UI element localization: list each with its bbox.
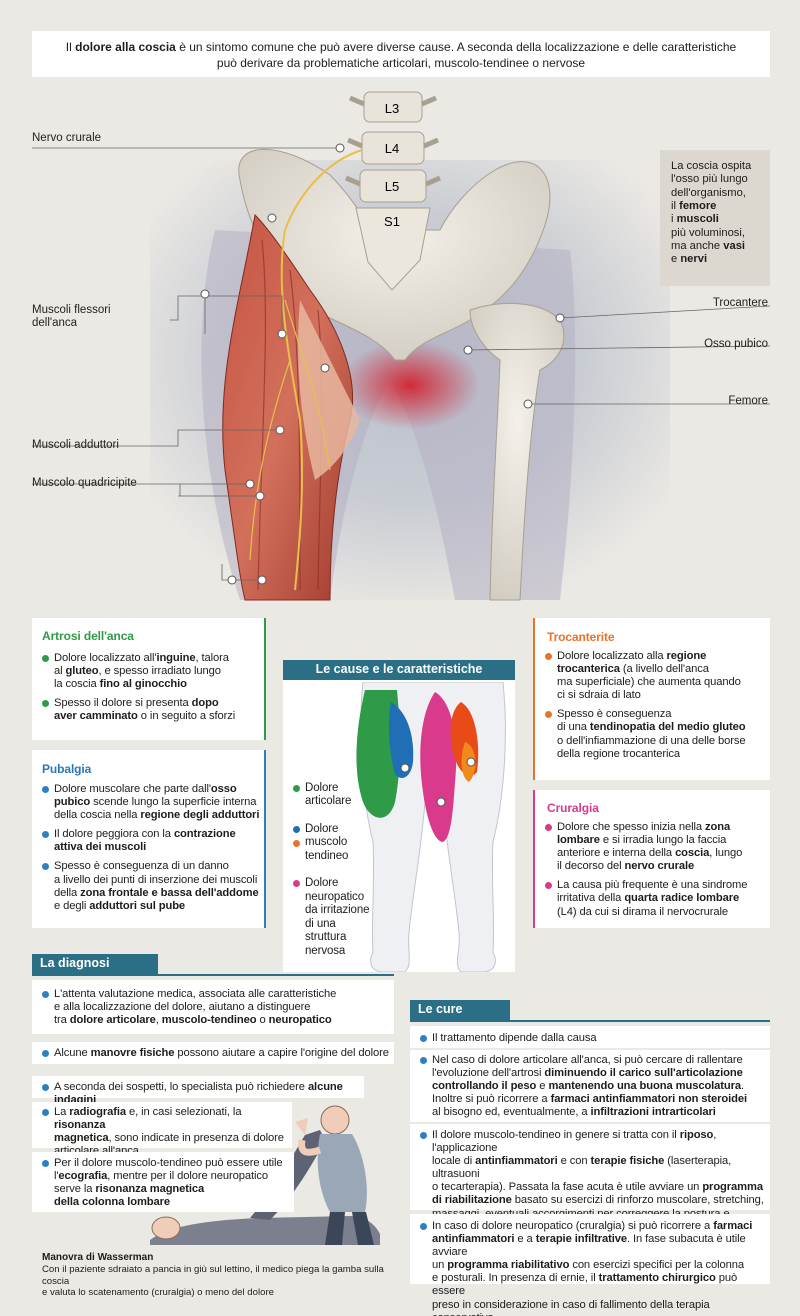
trocanterite-item-2: Spesso è conseguenza di una tendinopatia…	[545, 708, 767, 760]
cruralgia-item-1: Dolore che spesso inizia nella zona lomb…	[545, 821, 767, 873]
manovra-title: Manovra di Wasserman	[42, 1252, 154, 1263]
label-osso-pubico: Osso pubico	[704, 338, 768, 350]
leader-dots	[200, 143, 565, 585]
legs-diagram	[356, 682, 506, 972]
label-femore: Femore	[728, 395, 768, 407]
label-nervo-crurale: Nervo crurale	[32, 132, 102, 144]
pain-glow	[340, 340, 480, 430]
zone-neuropatico	[420, 692, 457, 842]
pubalgia-item-1: Dolore muscolare che parte dall'osso pub…	[42, 783, 266, 822]
cruralgia-box: Cruralgia Dolore che spesso inizia nella…	[533, 790, 770, 928]
vertebra-l4: L4	[385, 141, 399, 156]
diagnosi-item-5: Per il dolore muscolo-tendineo può esser…	[32, 1152, 294, 1212]
cruralgia-item-2: La causa più frequente è una sindrome ir…	[545, 879, 767, 918]
diagnosi-item-4: La radiografia e, in casi selezionati, l…	[32, 1102, 292, 1157]
diagnosi-item-1: L'attenta valutazione medica, associata …	[42, 988, 336, 1027]
zone-muscolo-tendineo-blue	[388, 702, 414, 778]
lumbar-spine	[345, 91, 441, 291]
diagnosi-item-3: A seconda dei sospetti, lo specialista p…	[32, 1076, 364, 1106]
artrosi-item-1: Dolore localizzato all'inguine, talora a…	[42, 652, 262, 691]
intro-text: Il dolore alla coscia è un sintomo comun…	[32, 31, 770, 77]
cause-panel-title: Le cause e le caratteristiche	[283, 660, 515, 680]
label-muscoli-adduttori: Muscoli adduttori	[32, 439, 119, 451]
artrosi-item-2: Spesso il dolore si presenta dopo aver c…	[42, 697, 262, 723]
artrosi-box: Artrosi dell'anca Dolore localizzato all…	[32, 618, 266, 740]
trocanterite-box: Trocanterite Dolore localizzato alla reg…	[533, 618, 770, 780]
vertebra-s1: S1	[384, 214, 400, 229]
pubalgia-item-2: Il dolore peggiora con la contrazione at…	[42, 828, 266, 854]
cure-item-4: In caso di dolore neuropatico (cruralgia…	[420, 1220, 770, 1316]
cruralgia-title: Cruralgia	[547, 801, 599, 815]
label-muscolo-quadricipite: Muscolo quadricipite	[32, 477, 137, 489]
diagnosi-title: La diagnosi	[32, 954, 158, 974]
pubalgia-title: Pubalgia	[42, 762, 92, 776]
trocanterite-item-1: Dolore localizzato alla regione trocante…	[545, 650, 767, 702]
label-trocantere: Trocantere	[712, 297, 768, 309]
vertebra-l3: L3	[385, 101, 399, 116]
artrosi-title: Artrosi dell'anca	[42, 629, 134, 643]
cure-content: Il trattamento dipende dalla causa Nel c…	[410, 1026, 770, 1316]
cure-item-1: Il trattamento dipende dalla causa	[420, 1032, 597, 1045]
cure-title: Le cure	[410, 1000, 510, 1020]
hand-shape	[298, 300, 360, 480]
side-note: La coscia ospita l'osso più lungo dell'o…	[660, 150, 770, 286]
cure-item-2: Nel caso di dolore articolare all'anca, …	[420, 1054, 770, 1119]
vertebra-l5: L5	[385, 179, 399, 194]
diagnosi-intro-box: L'attenta valutazione medica, associata …	[32, 980, 394, 1034]
pubalgia-box: Pubalgia Dolore muscolare che parte dall…	[32, 750, 266, 928]
diagnosi-item-2: Alcune manovre fisiche possono aiutare a…	[32, 1042, 394, 1064]
manovra-caption: Manovra di Wasserman Con il paziente sdr…	[42, 1252, 402, 1299]
crural-nerve	[280, 149, 363, 591]
pubalgia-item-3: Spesso è conseguenza di un danno a livel…	[42, 860, 266, 912]
anatomy-illustration: L3 L4 L5 S1	[32, 91, 771, 601]
leader-lines	[32, 147, 771, 581]
trocanterite-title: Trocanterite	[547, 630, 615, 644]
zone-articolare	[356, 690, 400, 818]
